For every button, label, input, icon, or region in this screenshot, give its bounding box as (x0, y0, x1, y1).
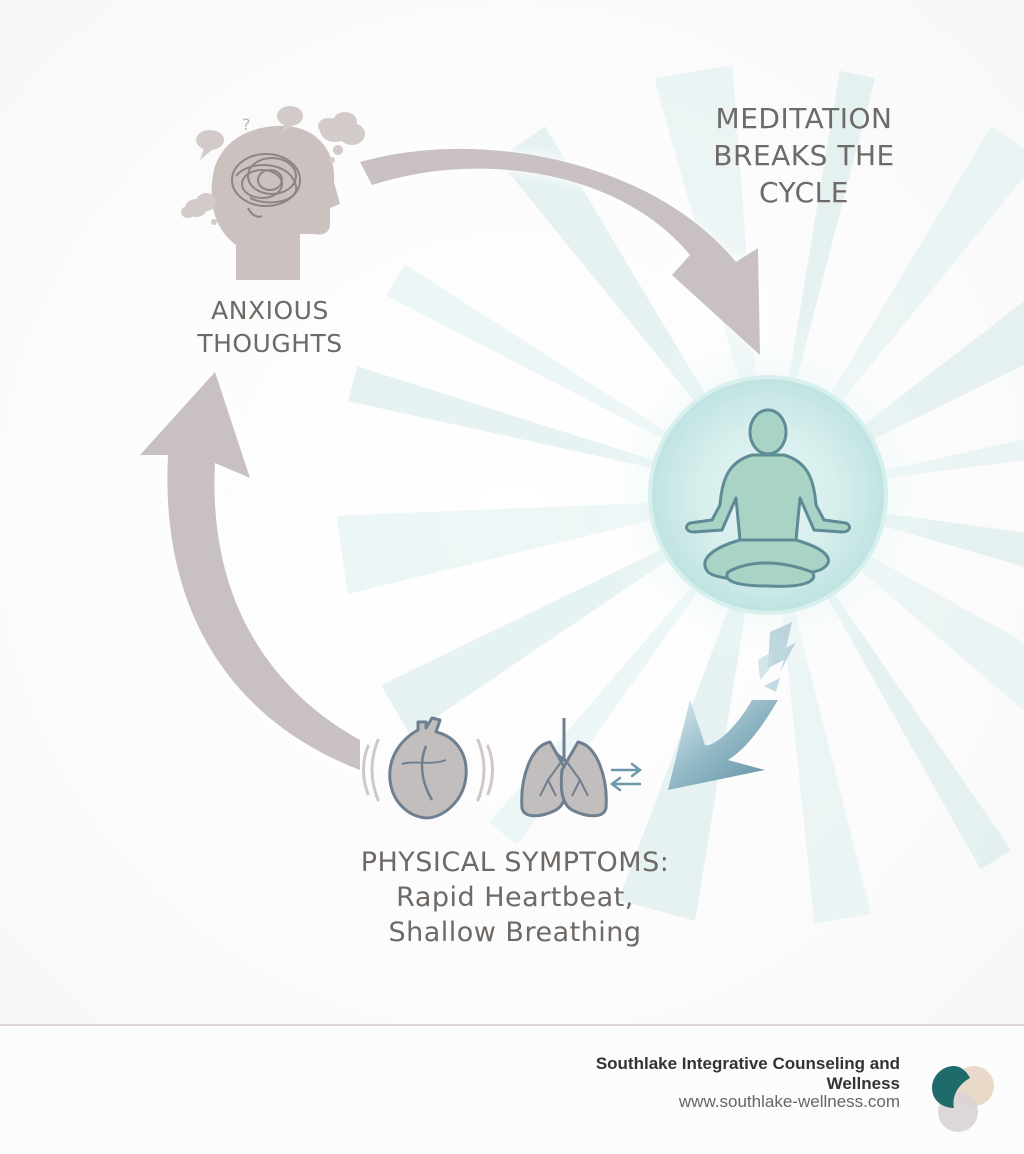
physical-symptoms-heading: PHYSICAL SYMPTOMS: (360, 847, 670, 878)
anxious-thoughts-line-2: THOUGHTS (197, 329, 343, 358)
heart-icon (362, 716, 494, 820)
organization-logo (932, 1066, 994, 1132)
meditation-title-line-3: CYCLE (759, 176, 849, 209)
physical-symptoms-detail-2: Shallow Breathing (388, 917, 642, 948)
meditating-person-icon (685, 408, 851, 588)
light-ray (381, 549, 668, 735)
light-ray (348, 366, 654, 468)
light-ray (386, 264, 667, 439)
anxious-thoughts-label: ANXIOUS THOUGHTS (150, 294, 390, 360)
meditation-title-line-2: BREAKS THE (713, 139, 895, 172)
light-ray (789, 70, 875, 379)
meditation-title-line-1: MEDITATION (715, 102, 893, 135)
physical-symptoms-detail-1: Rapid Heartbeat, (396, 882, 634, 913)
website-link[interactable]: www.southlake-wellness.com (678, 1092, 900, 1111)
lungs-icon (520, 718, 643, 818)
light-ray (336, 503, 651, 595)
light-ray (828, 594, 1012, 870)
meditation-node (648, 375, 888, 615)
footer: Southlake Integrative Counseling and Wel… (0, 1024, 1024, 1154)
cycle-diagram: ? (140, 64, 1024, 924)
head-tangled-thoughts-icon: ? (181, 106, 365, 280)
svg-text:?: ? (242, 115, 251, 134)
light-ray (831, 126, 1024, 401)
light-rays (336, 64, 1024, 924)
organization-name: Southlake Integrative Counseling and Wel… (595, 1054, 900, 1093)
meditation-title: MEDITATION BREAKS THE CYCLE (690, 100, 918, 211)
light-ray (782, 612, 871, 924)
broken-arrow-meditation-to-symptoms (668, 622, 796, 790)
anxious-thoughts-line-1: ANXIOUS (211, 296, 329, 325)
arrow-thoughts-to-meditation (360, 148, 760, 355)
light-ray (497, 126, 705, 401)
arrow-symptoms-to-thoughts (140, 372, 360, 770)
physical-symptoms-label: PHYSICAL SYMPTOMS: Rapid Heartbeat, Shal… (300, 845, 730, 950)
